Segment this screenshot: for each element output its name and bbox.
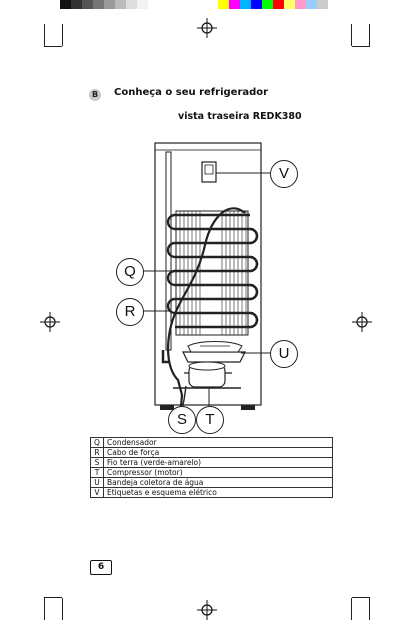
callout-u: U [270, 340, 298, 368]
gray-swatch [137, 0, 148, 9]
legend-letter: V [90, 487, 104, 498]
gray-swatch [82, 0, 93, 9]
gray-swatch [104, 0, 115, 9]
color-swatch [240, 0, 251, 9]
legend-description: Etiquetas e esquema elétrico [103, 487, 333, 498]
compressor [161, 350, 241, 389]
foot-right [241, 405, 255, 410]
page-number: 6 [90, 560, 112, 575]
legend-description: Fio terra (verde-amarelo) [103, 457, 333, 468]
condenser-coil [166, 210, 259, 336]
gray-swatch [93, 0, 104, 9]
section-title: Conheça o seu refrigerador [114, 87, 269, 98]
registration-mark-right [352, 312, 372, 332]
gray-swatch [126, 0, 137, 9]
legend-description: Compressor (motor) [103, 467, 333, 478]
legend-letter: U [90, 477, 104, 488]
callout-t: T [196, 406, 224, 434]
view-title: vista traseira REDK380 [178, 111, 302, 122]
foot-left [160, 405, 174, 410]
water-tray [182, 341, 246, 363]
color-swatch [306, 0, 317, 9]
color-swatch-bar [218, 0, 328, 9]
color-swatch [295, 0, 306, 9]
color-swatch [317, 0, 328, 9]
registration-mark-left [40, 312, 60, 332]
color-swatch [251, 0, 262, 9]
legend-description: Cabo de força [103, 447, 333, 458]
gray-swatch [115, 0, 126, 9]
legend-letter: R [90, 447, 104, 458]
legend-description: Bandeja coletora de água [103, 477, 333, 488]
registration-mark-bottom [197, 600, 217, 620]
legend-description: Condensador [103, 437, 333, 448]
color-swatch [262, 0, 273, 9]
legend-letter: Q [90, 437, 104, 448]
callout-s: S [168, 406, 196, 434]
gray-swatch [60, 0, 71, 9]
color-swatch [284, 0, 295, 9]
callout-r: R [116, 298, 144, 326]
callout-v: V [270, 160, 298, 188]
gray-swatch [71, 0, 82, 9]
gray-scale-bar [60, 0, 148, 9]
legend-letter: T [90, 467, 104, 478]
color-swatch [273, 0, 284, 9]
color-swatch [229, 0, 240, 9]
section-badge: B [89, 89, 101, 101]
callout-q: Q [116, 258, 144, 286]
label-plate [201, 161, 217, 183]
color-swatch [218, 0, 229, 9]
power-cable [167, 207, 246, 419]
legend-letter: S [90, 457, 104, 468]
registration-mark-top [197, 18, 217, 38]
